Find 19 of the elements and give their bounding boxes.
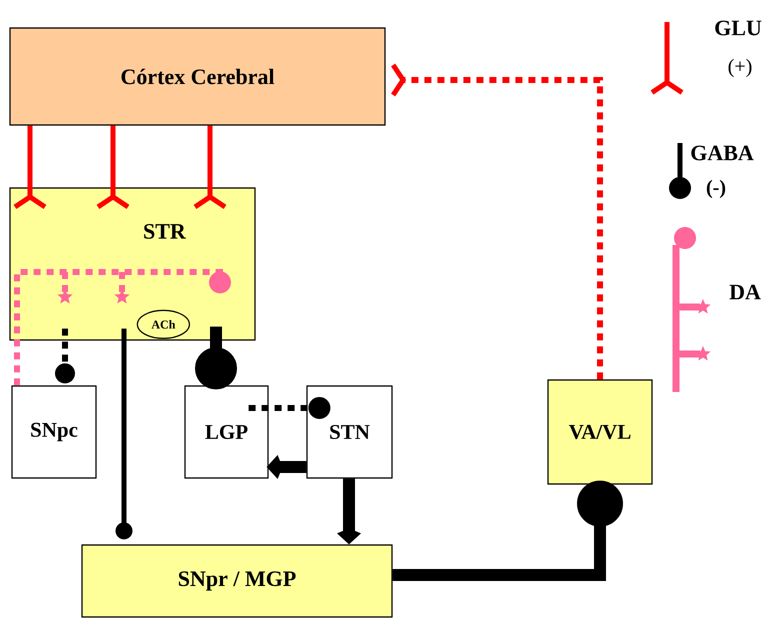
nucleus-box: STN: [306, 385, 393, 479]
sign-label: (-): [706, 180, 726, 198]
sign-label: (+): [728, 58, 752, 78]
region-box: Córtex Cerebral: [9, 27, 386, 126]
nucleus-box: SNpc: [11, 385, 97, 479]
connector-line: [248, 397, 330, 419]
connector-line: [392, 480, 623, 581]
connector-line: [96, 126, 130, 209]
legend-label: DA: [730, 284, 761, 300]
nucleus-box: LGP: [184, 385, 269, 479]
connector-line: [14, 269, 231, 388]
connector-line: [194, 126, 226, 209]
legend-label: GLU: [715, 20, 762, 36]
nucleus-box: SNpr / MGP: [81, 544, 393, 618]
connector-line: [391, 64, 603, 380]
legend-label: GABA: [691, 146, 754, 160]
connector-line: [14, 126, 46, 209]
connector-line: [116, 328, 132, 540]
nucleus-box: VA/VL: [547, 379, 653, 485]
